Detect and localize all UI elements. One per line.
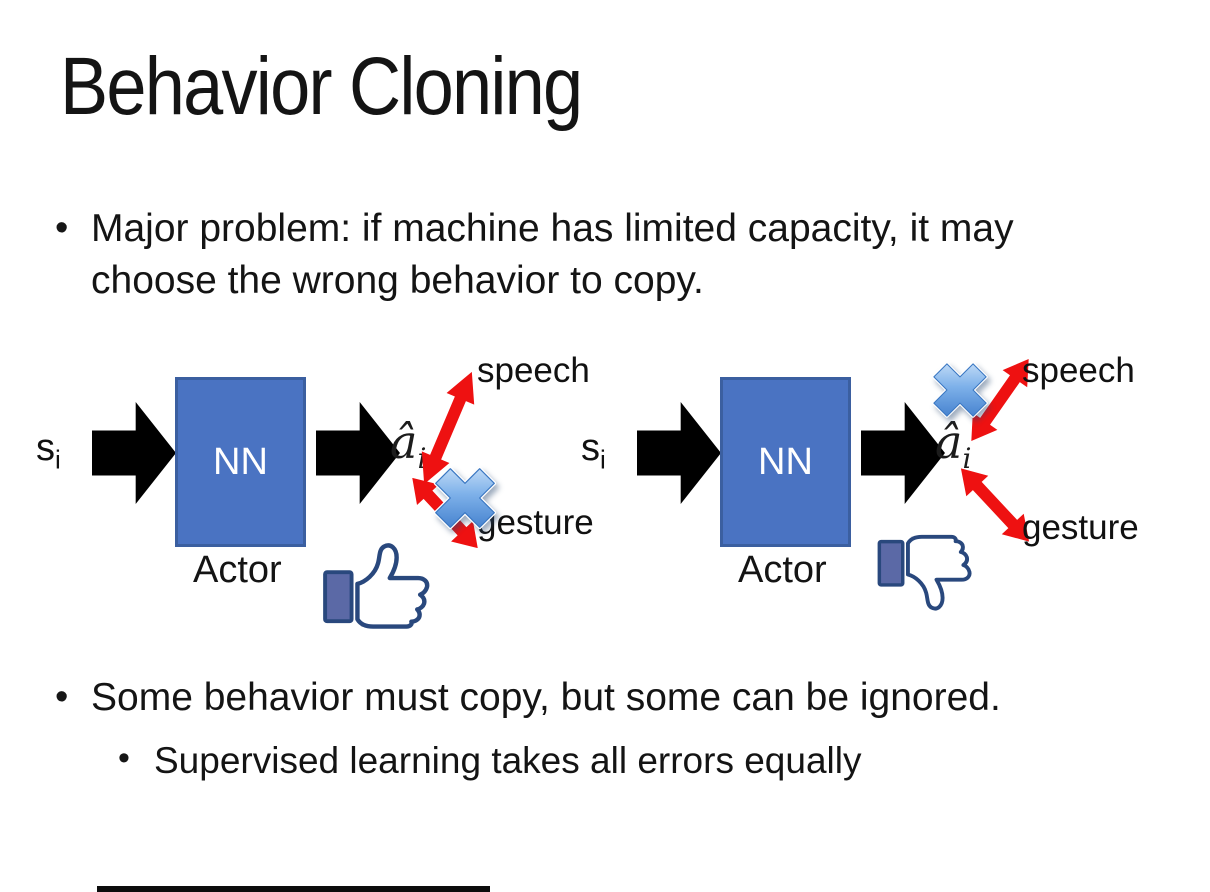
bullet-marker: •: [118, 739, 130, 777]
thumbs-up-icon: [320, 531, 438, 629]
flow-arrow-icon: [637, 402, 721, 504]
bullet-text: Major problem: if machine has limited ca…: [91, 207, 1014, 303]
flow-arrow-icon: [316, 402, 400, 504]
red-double-arrow-icon: [957, 349, 1042, 450]
nn-box-label: NN: [758, 440, 813, 483]
slide-title: Behavior Cloning: [60, 41, 583, 132]
cross-icon: [927, 357, 993, 423]
diagram-left: si NN âi speech gesture: [30, 345, 650, 640]
bullet-text: Some behavior must copy, but some can be…: [91, 676, 1001, 719]
thumbs-down-icon: [875, 529, 979, 627]
branch-label-speech: speech: [477, 351, 590, 390]
bullet-some-behavior: • Some behavior must copy, but some can …: [55, 672, 1155, 724]
branch-label-speech: speech: [1022, 351, 1135, 390]
action-output-label: âi: [935, 415, 972, 476]
red-double-arrow-icon: [948, 457, 1041, 553]
state-input-label: si: [36, 427, 61, 475]
actor-label: Actor: [193, 549, 282, 591]
bullet-marker: •: [55, 207, 69, 249]
nn-box-label: NN: [213, 440, 268, 483]
nn-box: NN: [720, 377, 851, 547]
sub-bullet-supervised: • Supervised learning takes all errors e…: [118, 736, 861, 786]
action-output-label: âi: [390, 415, 427, 476]
flow-arrow-icon: [92, 402, 176, 504]
state-input-label: si: [581, 427, 606, 475]
bottom-bar: [97, 886, 490, 892]
bullet-text: Supervised learning takes all errors equ…: [154, 740, 862, 781]
cross-icon: [428, 461, 502, 535]
red-double-arrow-icon: [409, 365, 488, 491]
branch-label-gesture: gesture: [477, 503, 594, 542]
bullet-marker: •: [55, 676, 69, 718]
nn-box: NN: [175, 377, 306, 547]
actor-label: Actor: [738, 549, 827, 591]
bullet-major-problem: • Major problem: if machine has limited …: [55, 203, 1115, 308]
branch-label-gesture: gesture: [1022, 508, 1139, 547]
diagram-right: si NN âi speech gesture: [575, 345, 1195, 640]
